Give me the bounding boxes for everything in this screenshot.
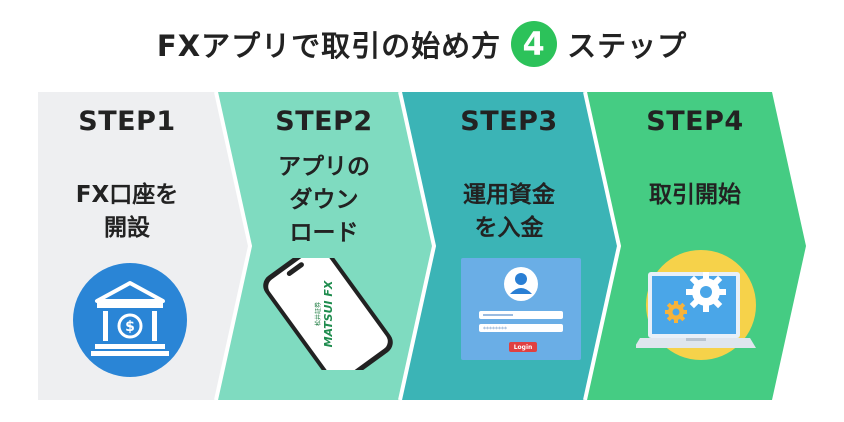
step4: STEP4 取引開始: [600, 92, 790, 400]
step1: STEP1 FX口座を 開設: [38, 92, 216, 400]
step1-text-line: FX口座を: [75, 182, 179, 208]
title-prefix: FXアプリで取引の始め方: [156, 29, 502, 63]
step2-text-line: ダウン: [289, 187, 359, 213]
app-brand-sub: 松井証券: [314, 302, 322, 326]
step3-text-line: を入金: [474, 215, 544, 241]
step3-label: STEP3: [460, 106, 558, 137]
bank-icon: $: [73, 263, 187, 377]
app-brand: MATSUI FX: [322, 280, 335, 347]
page-title: FXアプリで取引の始め方 4 ステップ: [0, 18, 844, 70]
step1-description: FX口座を 開設: [76, 179, 178, 245]
laptop-gear-icon: [636, 250, 756, 360]
step4-description: 取引開始: [649, 179, 741, 212]
step2-text-line: アプリの: [278, 154, 370, 180]
step4-label: STEP4: [646, 106, 744, 137]
step2-description: アプリの ダウン ロード: [278, 151, 370, 250]
login-form-graphic: ********: [479, 267, 563, 333]
login-button: Login: [509, 342, 537, 352]
step1-label: STEP1: [78, 106, 176, 137]
step2-text-line: ロード: [289, 220, 359, 246]
step1-text-line: 開設: [103, 215, 150, 241]
step4-text-line: 取引開始: [649, 182, 741, 208]
step3-description: 運用資金 を入金: [463, 179, 555, 245]
svg-text:$: $: [125, 319, 135, 335]
smartphone-icon: 松井証券 MATSUI FX: [263, 258, 393, 370]
step3-text-line: 運用資金: [463, 182, 555, 208]
title-step-count-badge: 4: [511, 21, 558, 67]
title-suffix: ステップ: [567, 29, 688, 63]
step2: STEP2 アプリの ダウン ロード: [232, 92, 416, 400]
step2-label: STEP2: [275, 106, 373, 137]
step3: STEP3 運用資金 を入金: [416, 92, 602, 400]
svg-text:********: ********: [483, 326, 507, 333]
login-form-icon: ******** Login: [461, 258, 581, 360]
